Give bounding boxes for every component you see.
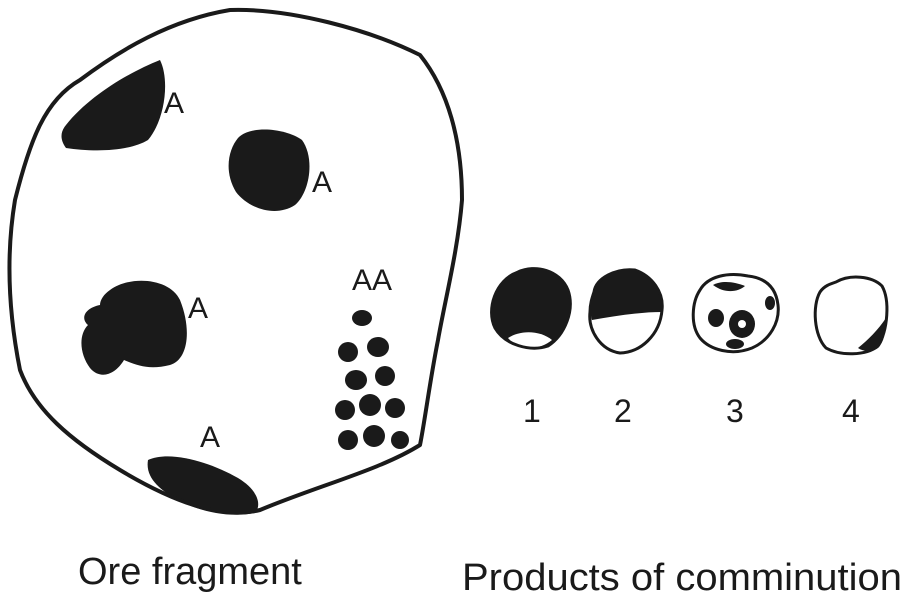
grain-middle-left [81,281,186,375]
fine-grain [338,342,358,362]
grain-upper-middle [229,130,310,211]
mineral-label-aa: AA [352,264,392,297]
fine-grain [385,398,405,418]
product-particle-3 [693,275,778,352]
fine-grain [345,370,367,390]
fine-grain [335,400,355,420]
fine-grain [338,430,358,450]
product-number-4: 4 [842,393,860,429]
product-number-1: 1 [523,393,541,429]
products-caption: Products of comminution [462,557,902,599]
fine-grain [352,310,372,326]
mineral-label-a: A [188,292,208,325]
ore-fragment: A A A A AA Ore fragment [10,10,462,593]
ore-fragment-caption: Ore fragment [78,551,302,593]
product-number-2: 2 [614,393,632,429]
grain-upper-left [62,60,166,150]
product-particle-1 [492,269,571,349]
fine-grain [391,431,409,449]
product-particle-2 [590,270,662,353]
mineral-label-a: A [200,421,220,454]
product-number-3: 3 [726,393,744,429]
fine-grain [375,366,395,386]
mineral-label-a: A [312,166,332,199]
fine-grain [359,394,381,416]
fine-grain-cluster [335,310,409,450]
fine-grain [367,337,389,357]
comminution-products: 1 2 3 4 Products of comminution [462,269,902,599]
mineral-label-a: A [164,87,184,120]
product-particle-4 [815,277,887,354]
fine-grain [363,425,385,447]
